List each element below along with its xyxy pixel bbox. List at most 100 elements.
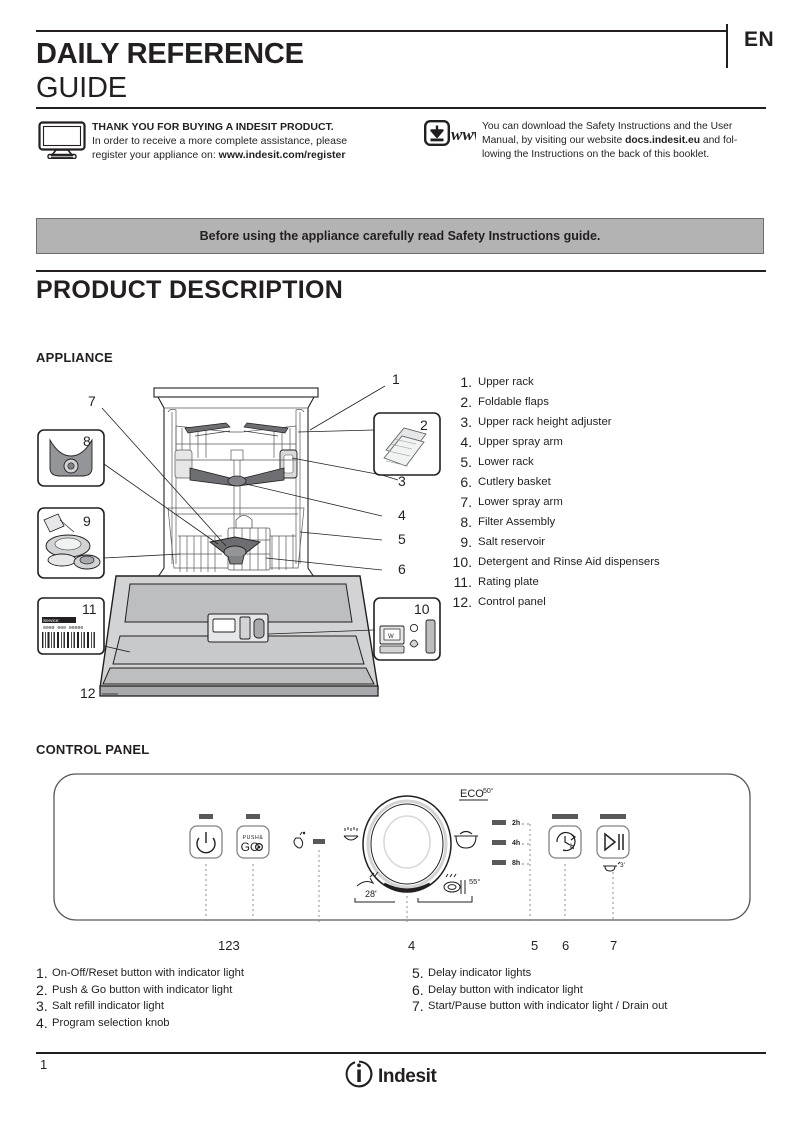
indesit-wordmark: Indesit: [378, 1066, 438, 1087]
document-title-line2: GUIDE: [36, 72, 127, 104]
list-item: 5.Lower rack: [448, 452, 778, 472]
marker-123: 123: [218, 938, 240, 953]
svg-text:°: °: [303, 832, 305, 838]
part-label: Rating plate: [478, 576, 539, 588]
download-line3: lowing the Instructions on the back of t…: [482, 149, 710, 160]
callout-5: 5: [398, 531, 406, 547]
rapid-time-label: 28': [365, 889, 377, 899]
list-item: 1. Upper rack: [448, 372, 778, 392]
part-number: 6.: [460, 474, 472, 490]
legend-label: Program selection knob: [52, 1016, 170, 1029]
thank-you-block: THANK YOU FOR BUYING A INDESIT PRODUCT. …: [92, 120, 382, 162]
part-label: Cutlery basket: [478, 476, 551, 488]
eco-program-label: ECO 50°: [459, 787, 494, 801]
eco-temp-label: 50°: [483, 787, 494, 795]
list-item: 2.Push & Go button with indicator light: [36, 982, 376, 999]
download-line2: Manual, by visiting our website docs.ind…: [482, 135, 738, 146]
power-button[interactable]: [189, 814, 223, 859]
part-number: 8.: [460, 514, 472, 530]
delay-hour-glyph: h: [570, 844, 574, 851]
appliance-section-heading: APPLIANCE: [36, 350, 113, 365]
callout-8: 8: [83, 433, 91, 449]
legend-label: Start/Pause button with indicator light …: [428, 1000, 668, 1012]
thank-you-heading: THANK YOU FOR BUYING A INDESIT PRODUCT.: [92, 121, 334, 133]
list-item: 4. Program selection knob: [36, 1015, 376, 1032]
start-pause-button[interactable]: 3': [596, 814, 630, 872]
callout-1: 1: [392, 371, 400, 387]
thank-you-line1: In order to receive a more complete assi…: [92, 135, 348, 147]
inset-foldable-flaps: 2: [373, 412, 441, 476]
svg-text:W: W: [388, 634, 394, 640]
drain-time-label: 3': [620, 862, 625, 869]
push-and-go-button[interactable]: PUSH& GO: [236, 814, 270, 859]
list-item: 7.Start/Pause button with indicator ligh…: [412, 998, 752, 1015]
start-pause-icon: [604, 832, 624, 852]
legend-number: 1.: [36, 965, 48, 981]
salt-indicator-light: [313, 839, 325, 844]
part-number: 2.: [460, 394, 472, 410]
eco-label: ECO: [460, 788, 484, 800]
control-panel-legend-right: 5.Delay indicator lights 6.Delay button …: [412, 965, 752, 1015]
callout-4: 4: [398, 507, 406, 523]
part-label: Filter Assembly: [478, 516, 556, 528]
product-description-rule: [36, 270, 766, 272]
download-www-icon: www: [424, 120, 476, 146]
part-number: 1.: [460, 374, 472, 390]
marker-4: 4: [408, 938, 416, 953]
register-link[interactable]: www.indesit.com/register: [218, 149, 346, 161]
svg-text:www: www: [451, 125, 476, 144]
program-selection-knob[interactable]: [362, 795, 452, 893]
legend-number: 2.: [36, 981, 48, 998]
part-label: Detergent and Rinse Aid dispensers: [478, 556, 660, 568]
rating-plate-code: 0000 000 00000: [43, 625, 83, 631]
legend-number: 5.: [412, 965, 424, 981]
inset-filter-assembly: 8: [37, 429, 105, 487]
list-item: 6. Cutlery basket: [448, 472, 778, 492]
salt-refill-indicator: °: [293, 832, 325, 849]
delay-clock-icon: [556, 831, 576, 852]
legend-label: Salt refill indicator light: [52, 1000, 164, 1012]
callout-7: 7: [88, 393, 96, 409]
thank-you-line2: register your appliance on: www.indesit.…: [92, 149, 346, 161]
callout-10: 10: [414, 601, 430, 617]
header-vertical-divider: [726, 24, 728, 68]
drain-out-icon: [603, 861, 621, 872]
part-label: Upper rack height adjuster: [478, 416, 612, 428]
delay-indicator-lights: 2h 4h 8h: [492, 820, 520, 867]
program-icon-left: [343, 827, 359, 841]
power-icon: [196, 832, 216, 854]
appliance-diagram: .ln{fill:none;stroke:#231f20;stroke-widt…: [37, 371, 441, 701]
list-item: 7.Lower spray arm: [448, 492, 778, 512]
header-bottom-rule: [36, 107, 766, 109]
part-number: 10.: [452, 554, 472, 570]
footer-rule: [36, 1052, 766, 1054]
safety-banner-text: Before using the appliance carefully rea…: [199, 229, 601, 243]
pot-program-icon: [454, 830, 478, 849]
indesit-logo: Indesit: [345, 1059, 438, 1088]
docs-link[interactable]: docs.indesit.eu: [625, 135, 701, 146]
part-number: 12.: [452, 594, 472, 610]
part-label: Upper rack: [478, 376, 534, 388]
legend-number: 4.: [36, 1014, 48, 1031]
delay-indicator-light: [552, 814, 578, 819]
part-number: 9.: [460, 534, 472, 550]
part-number: 3.: [460, 414, 472, 430]
delay-option-4h: 4h: [512, 840, 520, 847]
callout-11: 11: [82, 601, 97, 617]
delay-button[interactable]: h: [548, 814, 582, 859]
control-panel-section-heading: CONTROL PANEL: [36, 742, 150, 757]
inset-rating-plate: Service: 0000 000 00000 11: [37, 597, 105, 655]
list-item: 12.Control panel: [448, 592, 778, 612]
page-number: 1: [40, 1057, 48, 1072]
marker-7: 7: [610, 938, 618, 953]
part-label: Upper spray arm: [478, 436, 563, 448]
part-number: 7.: [460, 494, 472, 510]
part-label: Foldable flaps: [478, 396, 549, 408]
download-line1: You can download the Safety Instructions…: [482, 121, 733, 132]
list-item: 11.Rating plate: [448, 572, 778, 592]
inset-salt-reservoir: 9: [37, 507, 105, 579]
intensive-temp-label: 55°: [469, 877, 480, 886]
list-item: 4.Upper spray arm: [448, 432, 778, 452]
start-pause-indicator-light: [600, 814, 626, 819]
marker-6: 6: [562, 938, 570, 953]
